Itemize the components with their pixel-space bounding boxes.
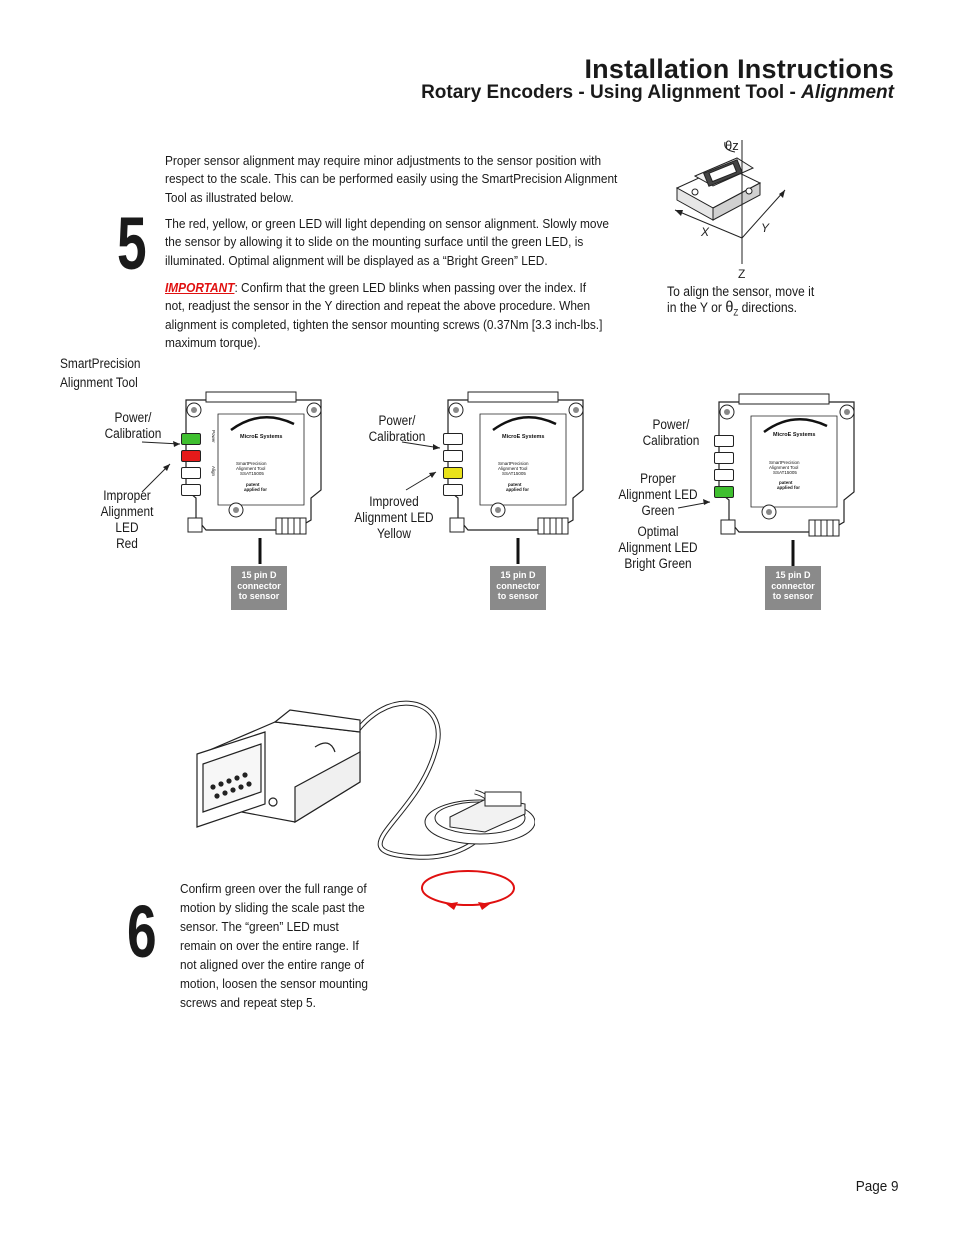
svg-text:Power: Power [211, 430, 216, 443]
page-subtitle: Rotary Encoders - Using Alignment Tool -… [421, 82, 894, 104]
callout-arrows-2 [401, 441, 441, 491]
page-title: Installation Instructions [584, 54, 894, 84]
power-calibration-label-1: Power/Calibration [104, 410, 162, 441]
subtitle-main: Rotary Encoders - Using Alignment Tool - [421, 82, 802, 103]
theta-z-label: θz [725, 138, 739, 153]
step-5-number: 5 [117, 202, 147, 285]
led-slot [714, 469, 734, 481]
z-axis-label: Z [738, 267, 745, 281]
callout-arrows-1 [141, 441, 181, 493]
alignment-led-green [714, 486, 734, 498]
axis-caption: To align the sensor, move it in the Y or… [667, 284, 847, 321]
callout-arrow-3 [677, 499, 711, 509]
step-5-important: IMPORTANT: Confirm that the green LED bl… [165, 279, 606, 353]
sensor-axis-figure: θz X Y Z [674, 138, 786, 281]
step-6-text: Confirm green over the full range of mot… [180, 881, 369, 1010]
step-5-paragraph-1: Proper sensor alignment may require mino… [165, 153, 618, 205]
step-5-paragraph-2: The red, yellow, or green LED will light… [165, 216, 609, 268]
led-slot [443, 484, 463, 496]
power-led [181, 433, 201, 445]
led-slot [181, 484, 201, 496]
encoder-disk [424, 791, 535, 845]
power-calibration-label-3: Power/Calibration [642, 417, 700, 448]
device-brand: MicroE Systems [240, 434, 283, 440]
svg-text:MicroE Systems: MicroE Systems [502, 434, 545, 440]
svg-text:Align: Align [211, 466, 216, 477]
led-slot [443, 450, 463, 462]
smartprecision-tool-label: SmartPrecision Alignment Tool [60, 356, 141, 390]
y-axis-label: Y [761, 221, 770, 235]
power-led [714, 435, 734, 447]
axis-caption-line-2: in the Y or θZ directions. [667, 299, 798, 318]
power-calibration-label-2: Power/Calibration [368, 413, 426, 444]
rotation-arrow-icon [421, 870, 515, 910]
axis-caption-line-1: To align the sensor, move it [667, 284, 815, 299]
alignment-led-yellow [443, 467, 463, 479]
power-led [443, 433, 463, 445]
caption-theta: θ [725, 299, 734, 316]
x-axis-label: X [700, 225, 710, 239]
page-number: Page 9 [856, 1178, 899, 1195]
led-slot [181, 467, 201, 479]
alignment-led [181, 450, 201, 462]
step-6-number: 6 [127, 890, 157, 973]
sensor-block-illustration [675, 157, 762, 221]
connector-cable-illustration [196, 700, 535, 860]
subtitle-italic: Alignment [801, 82, 894, 103]
important-text: : Confirm that the green LED blinks when… [165, 280, 603, 351]
d-connector [196, 709, 361, 828]
important-label: IMPORTANT [165, 280, 235, 295]
svg-text:MicroE Systems: MicroE Systems [773, 432, 816, 438]
led-slot [714, 452, 734, 464]
caption-theta-sub: Z [733, 307, 739, 318]
